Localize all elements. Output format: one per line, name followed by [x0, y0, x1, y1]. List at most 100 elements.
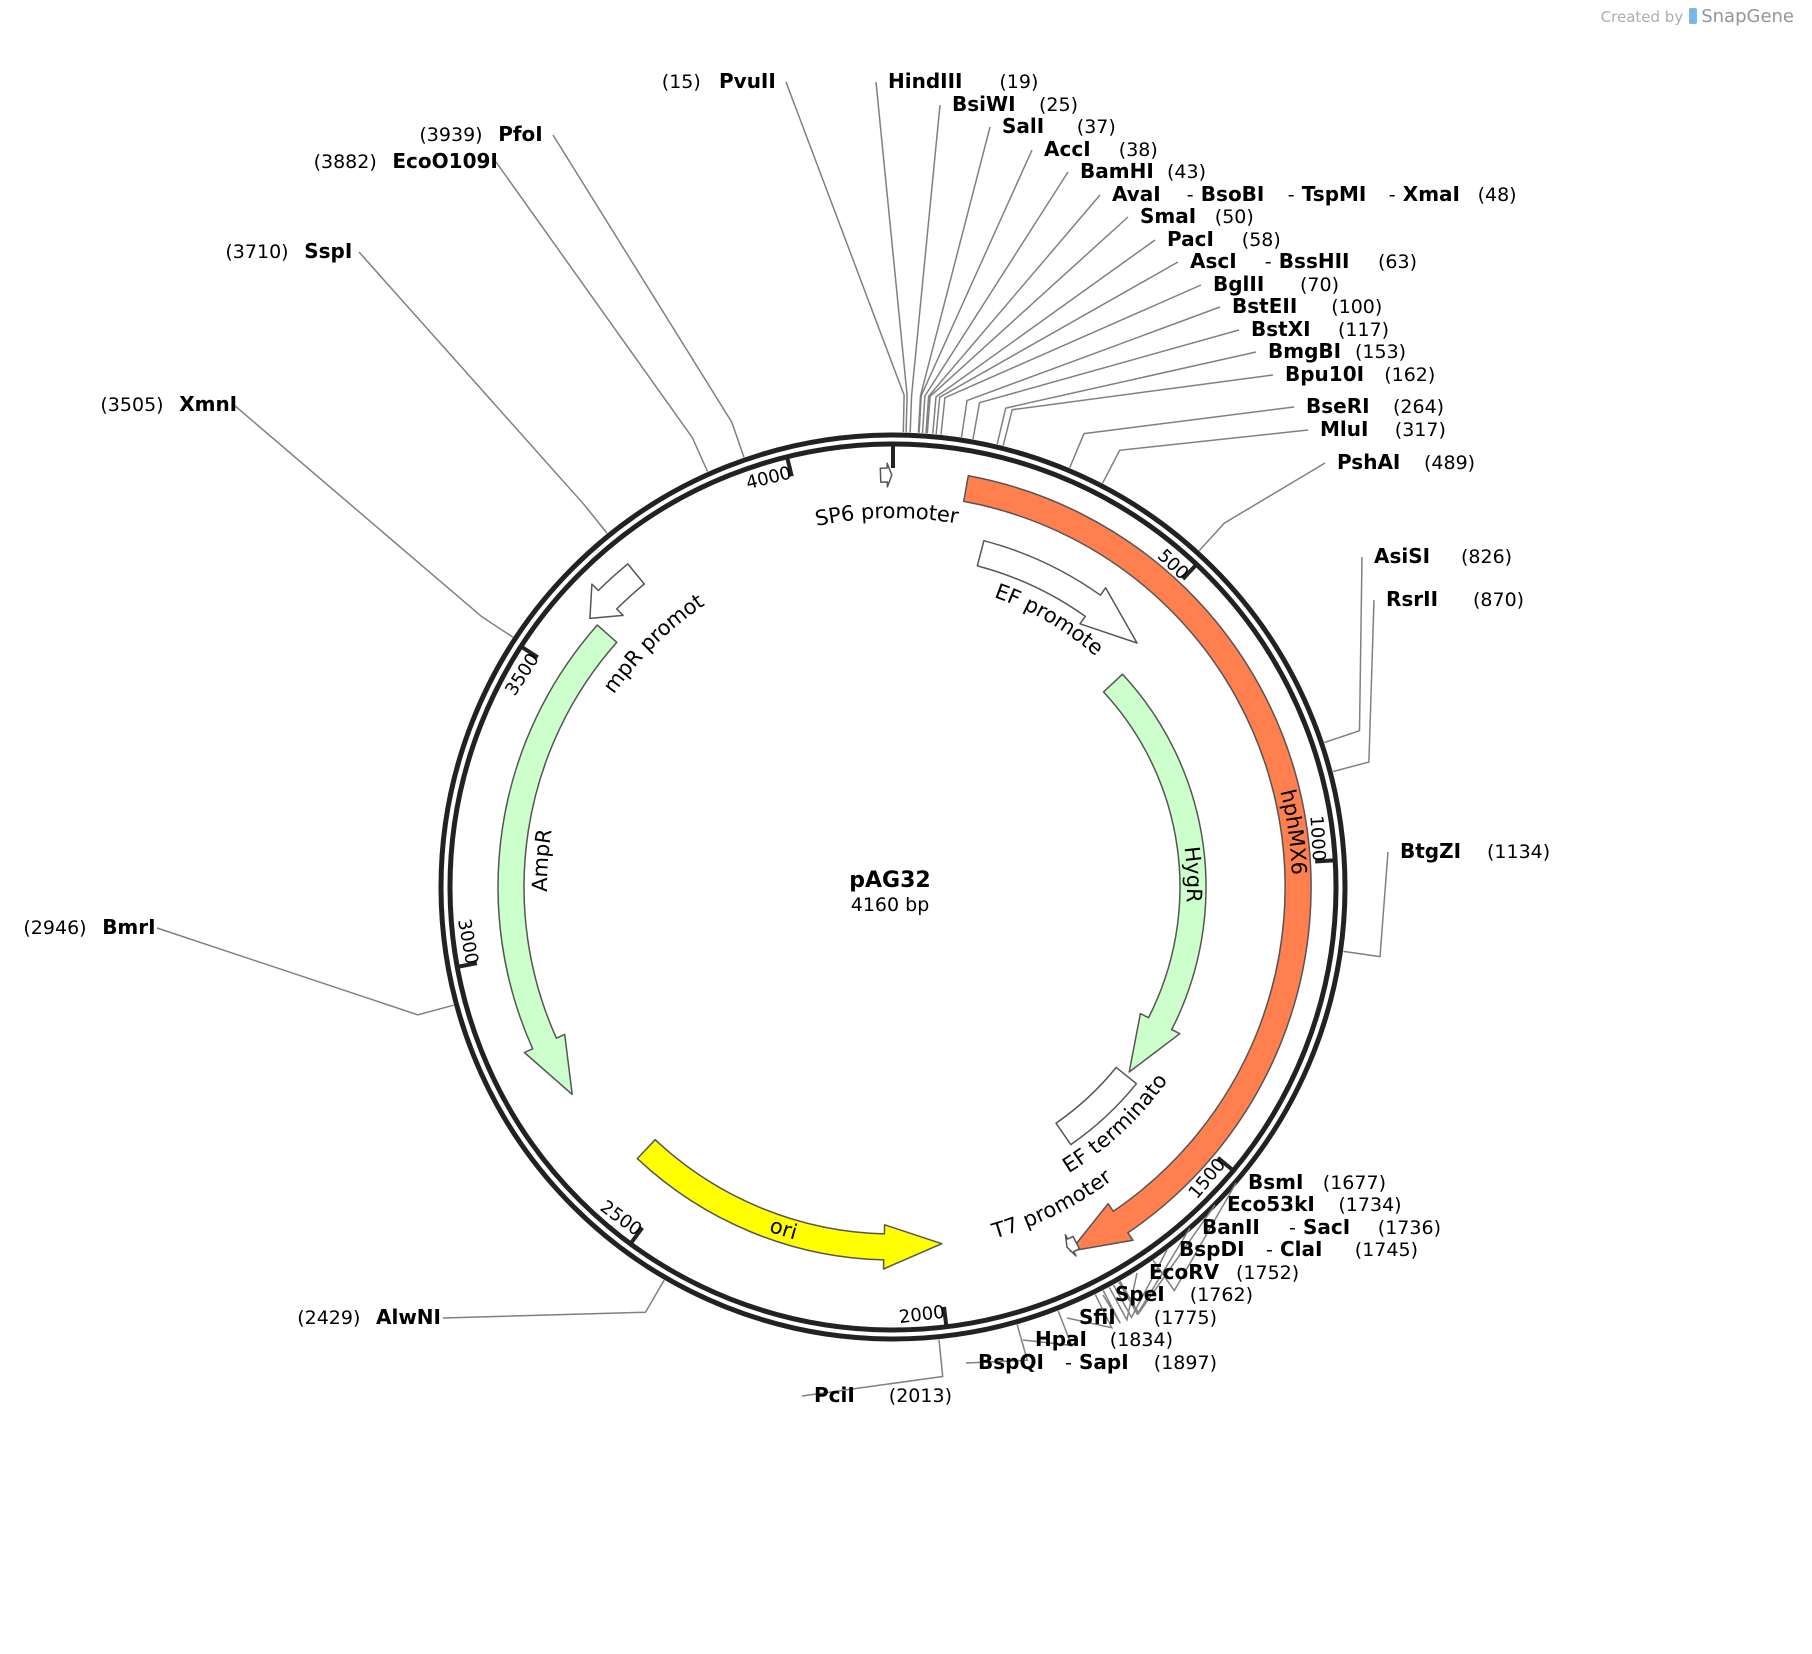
site-position: (870): [1473, 589, 1524, 611]
site-leader-line: [1066, 1294, 1114, 1329]
enzyme-name: BseRI: [1306, 394, 1370, 418]
feature-ampr-label: AmpR: [528, 827, 557, 892]
site-bsiwi: BsiWI (25): [909, 92, 1078, 433]
ruler-tick-label: 1000: [1305, 815, 1329, 862]
enzyme-name: EcoRV: [1149, 1260, 1220, 1284]
feature-tef-promoter-arrow: [976, 539, 1138, 644]
site-label: PshAI(489): [1337, 450, 1475, 474]
site-leader-line: [1022, 1310, 1073, 1347]
site-leader-line: [785, 81, 905, 433]
site-position: (2013): [889, 1385, 952, 1407]
site-asisi: AsiSI(826): [1324, 544, 1512, 744]
enzyme-name: BsiWI: [952, 92, 1016, 116]
site-bpu10i: Bpu10I(162): [1002, 362, 1435, 446]
site-label: BsmI (1677): [1248, 1170, 1386, 1194]
site-alwni: (2429)AlwNI: [297, 1279, 665, 1329]
ruler-tick-3000: [456, 961, 478, 969]
site-bstxi: BstXI(117): [972, 317, 1389, 440]
site-position: (1736): [1378, 1217, 1441, 1239]
site-label: (3710) SspI: [225, 239, 352, 263]
site-position: (63): [1378, 251, 1417, 273]
site-separator: -: [1289, 1217, 1296, 1239]
site-xmni: (3505)XmnI: [100, 392, 514, 638]
site-position: (58): [1242, 229, 1281, 251]
site-label: SalI(37): [1002, 114, 1116, 138]
site-position: (2946): [23, 917, 86, 939]
site-banii-saci: BanII-SacI(1736): [1118, 1215, 1441, 1316]
backbone-inner-strand: [447, 441, 1339, 1333]
site-separator: -: [1187, 184, 1194, 206]
site-label: HpaI(1834): [1035, 1327, 1173, 1351]
site-paci: PacI (58): [932, 227, 1281, 434]
site-leader-line: [1101, 429, 1309, 484]
ruler-tick-4000: [785, 456, 794, 477]
enzyme-name: BstEII: [1232, 294, 1297, 318]
site-position: (3710): [225, 241, 288, 263]
feature-sp6-promoter-arrow: [879, 462, 893, 488]
enzyme-name: BtgZI: [1400, 839, 1461, 863]
site-leader-line: [996, 351, 1257, 445]
site-leader-line: [960, 306, 1221, 438]
ruler-tick-1500: [1216, 1156, 1235, 1173]
site-bsmi: BsmI (1677): [1152, 1170, 1386, 1293]
ruler-tick-500: [1181, 563, 1199, 581]
site-position: (25): [1039, 94, 1078, 116]
enzyme-name: BmrI: [102, 915, 155, 939]
site-leader-line: [1069, 406, 1295, 468]
site-position: (50): [1215, 206, 1254, 228]
site-leader-line: [1002, 374, 1274, 446]
site-sfii: SfiI(1775): [1066, 1294, 1217, 1329]
site-position: (70): [1300, 274, 1339, 296]
site-leader-line: [156, 927, 454, 1016]
site-position: (153): [1355, 341, 1406, 363]
site-label: AccI(38): [1044, 137, 1158, 161]
site-position: (1897): [1154, 1352, 1217, 1374]
enzyme-name: SalI: [1002, 114, 1044, 138]
site-label: EcoRV(1752): [1149, 1260, 1299, 1284]
site-ecoo109i: (3882)EcoO109I: [314, 149, 709, 472]
site-label: BstXI(117): [1251, 317, 1389, 341]
ruler-tick-3500: [519, 644, 539, 659]
feature-hygr-arrow: [1102, 673, 1207, 1073]
site-position: (1677): [1323, 1172, 1386, 1194]
enzyme-name: TspMI: [1302, 182, 1367, 206]
enzyme-name: SapI: [1079, 1350, 1129, 1374]
site-label: BstEII(100): [1232, 294, 1382, 318]
enzyme-name: BsoBI: [1201, 182, 1265, 206]
enzyme-name: SacI: [1303, 1215, 1350, 1239]
site-label: (2946) BmrI: [23, 915, 155, 939]
site-position: (1134): [1487, 841, 1550, 863]
site-bspdi-clai: BspDI-ClaI(1745): [1112, 1237, 1418, 1319]
site-leader-line: [875, 81, 908, 433]
enzyme-name: PciI: [814, 1383, 855, 1407]
site-label: AvaI-BsoBI-TspMI-XmaI(48): [1112, 182, 1517, 206]
ruler-tick-2000: [942, 1306, 949, 1328]
enzyme-name: AlwNI: [376, 1305, 441, 1329]
site-label: BglII (70): [1213, 272, 1339, 296]
site-leader-line: [925, 194, 1101, 434]
site-leader-line: [495, 161, 709, 472]
site-leader-line: [552, 134, 745, 458]
site-leader-line: [940, 284, 1202, 435]
feature-hygr-label: HygR: [1179, 845, 1206, 903]
enzyme-name: SspI: [304, 239, 352, 263]
enzyme-name: HpaI: [1035, 1327, 1087, 1351]
feature-hphmx6-arrow: [962, 475, 1312, 1252]
site-label: (3882)EcoO109I: [314, 149, 498, 173]
site-position: (48): [1478, 184, 1517, 206]
site-leader-line: [965, 1324, 1029, 1364]
site-pfoi: (3939)PfoI: [419, 122, 745, 458]
site-position: (38): [1119, 139, 1158, 161]
site-bmri: (2946) BmrI: [23, 915, 454, 1016]
site-leader-line: [1118, 1227, 1191, 1316]
site-label: BamHI(43): [1080, 159, 1206, 183]
site-leader-line: [1343, 851, 1389, 958]
enzyme-name: BglII: [1213, 272, 1264, 296]
enzyme-name: BspDI: [1179, 1237, 1245, 1261]
enzyme-name: SpeI: [1115, 1282, 1165, 1306]
site-ecorv: EcoRV(1752): [1108, 1260, 1299, 1322]
enzyme-name: PacI: [1167, 227, 1214, 251]
enzyme-name: BsmI: [1248, 1170, 1303, 1194]
